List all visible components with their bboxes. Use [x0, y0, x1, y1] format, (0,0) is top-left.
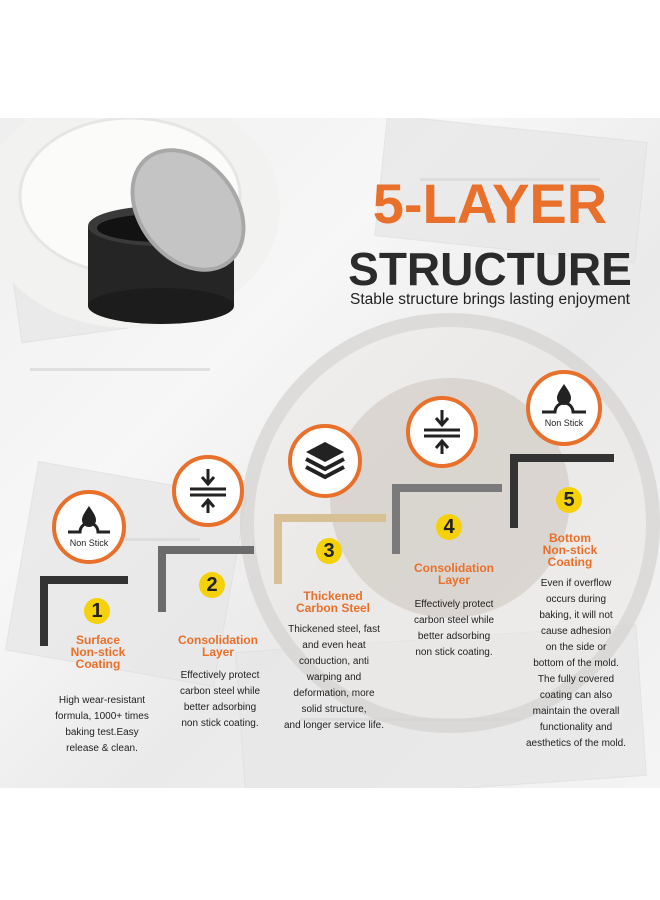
description-line: deformation, more: [293, 688, 375, 699]
description-line: better adsorbing: [417, 631, 491, 642]
description-line: Even if overflow: [540, 578, 612, 589]
step-bar-2: [158, 546, 254, 554]
description-line: formula, 1000+ times: [55, 711, 149, 722]
cake-pan-image: [0, 118, 280, 328]
layer-2-description: Effectively protect carbon steel while b…: [164, 668, 276, 732]
step-bar-4-vertical: [392, 484, 400, 554]
title-line-2: STRUCTURE: [348, 243, 632, 295]
layer-1-icon-label: Non Stick: [69, 538, 109, 548]
description-line: occurs during: [545, 594, 607, 605]
heading-line: Non-stick: [70, 645, 126, 659]
background-photo: [0, 118, 660, 788]
description-line: Thickened steel, fast: [288, 624, 380, 635]
description-line: Effectively protect: [414, 599, 494, 610]
layer-3-badge: 3: [316, 538, 342, 564]
heading-line: Surface: [75, 633, 121, 647]
heading-line: Coating: [75, 657, 121, 671]
heading-line: Layer: [437, 573, 471, 587]
description-line: on the side or: [545, 642, 607, 653]
step-bar-2-vertical: [158, 546, 166, 612]
layer-4-description: Effectively protect carbon steel while b…: [398, 597, 510, 661]
stacked-layers-icon: [305, 442, 345, 480]
heading-line: Carbon Steel: [295, 601, 370, 615]
heading-line: Consolidation: [414, 561, 494, 575]
description-line: solid structure,: [301, 704, 367, 715]
description-line: baking, it will not: [539, 610, 613, 621]
description-line: and even heat: [302, 640, 366, 651]
non-stick-drop-icon: [542, 384, 586, 414]
layer-4-icon-circle: [406, 396, 478, 468]
compress-arrows-icon: [190, 469, 226, 513]
description-line: maintain the overall: [532, 706, 620, 717]
description-line: and longer service life.: [283, 720, 385, 731]
step-bar-1-vertical: [40, 576, 48, 646]
step-bar-5-vertical: [510, 454, 518, 528]
layer-3-description: Thickened steel, fast and even heat cond…: [278, 622, 390, 734]
description-line: carbon steel while: [413, 615, 495, 626]
description-line: functionality and: [539, 722, 613, 733]
heading-line: Consolidation: [178, 633, 258, 647]
description-line: release & clean.: [66, 743, 138, 754]
step-bar-4: [392, 484, 502, 492]
layer-4-badge: 4: [436, 514, 462, 540]
heading-line: Thickened: [303, 589, 363, 603]
description-line: baking test.Easy: [65, 727, 139, 738]
heading-line: Layer: [201, 645, 235, 659]
layer-3-icon-circle: [288, 424, 362, 498]
non-stick-drop-icon: [68, 506, 110, 534]
layer-1-heading: Surface Non-stick Coating: [56, 634, 140, 670]
description-line: The fully covered: [537, 674, 615, 685]
description-line: bottom of the mold.: [533, 658, 619, 669]
bg-line: [30, 368, 210, 371]
step-bar-3-vertical: [274, 514, 282, 584]
compress-arrows-icon: [424, 410, 460, 454]
description-line: cause adhesion: [540, 626, 612, 637]
heading-line: Non-stick: [542, 543, 598, 557]
description-line: High wear-resistant: [58, 695, 146, 706]
step-bar-3: [274, 514, 386, 522]
heading-line: Bottom: [549, 531, 591, 545]
layer-5-icon-label: Non Stick: [544, 418, 584, 428]
step-bar-1: [40, 576, 128, 584]
subtitle: Stable structure brings lasting enjoymen…: [349, 291, 630, 308]
bg-line: [60, 538, 200, 541]
layer-5-icon-circle: [526, 370, 602, 446]
description-line: carbon steel while: [179, 686, 261, 697]
description-line: conduction, anti: [298, 656, 370, 667]
layer-3-heading: Thickened Carbon Steel: [290, 590, 376, 614]
description-line: coating can also: [539, 690, 613, 701]
layer-1-icon-circle: [52, 490, 126, 564]
layer-5-badge: 5: [556, 487, 582, 513]
step-bar-5: [510, 454, 614, 462]
layer-1-badge: 1: [84, 598, 110, 624]
layer-2-icon-circle: [172, 455, 244, 527]
layer-5-heading: Bottom Non-stick Coating: [530, 532, 610, 568]
description-line: aesthetics of the mold.: [525, 738, 627, 749]
title-line-1: 5-LAYER: [372, 172, 608, 235]
description-line: Effectively protect: [180, 670, 260, 681]
description-line: warping and: [306, 672, 362, 683]
layer-2-heading: Consolidation Layer: [168, 634, 268, 658]
layer-5-description: Even if overflow occurs during baking, i…: [512, 576, 640, 752]
layer-1-description: High wear-resistant formula, 1000+ times…: [44, 693, 160, 757]
heading-line: Coating: [547, 555, 593, 569]
layer-4-heading: Consolidation Layer: [404, 562, 504, 586]
description-line: non stick coating.: [181, 718, 259, 729]
description-line: better adsorbing: [183, 702, 257, 713]
description-line: non stick coating.: [415, 647, 493, 658]
layer-2-badge: 2: [199, 572, 225, 598]
bg-line: [420, 178, 600, 181]
